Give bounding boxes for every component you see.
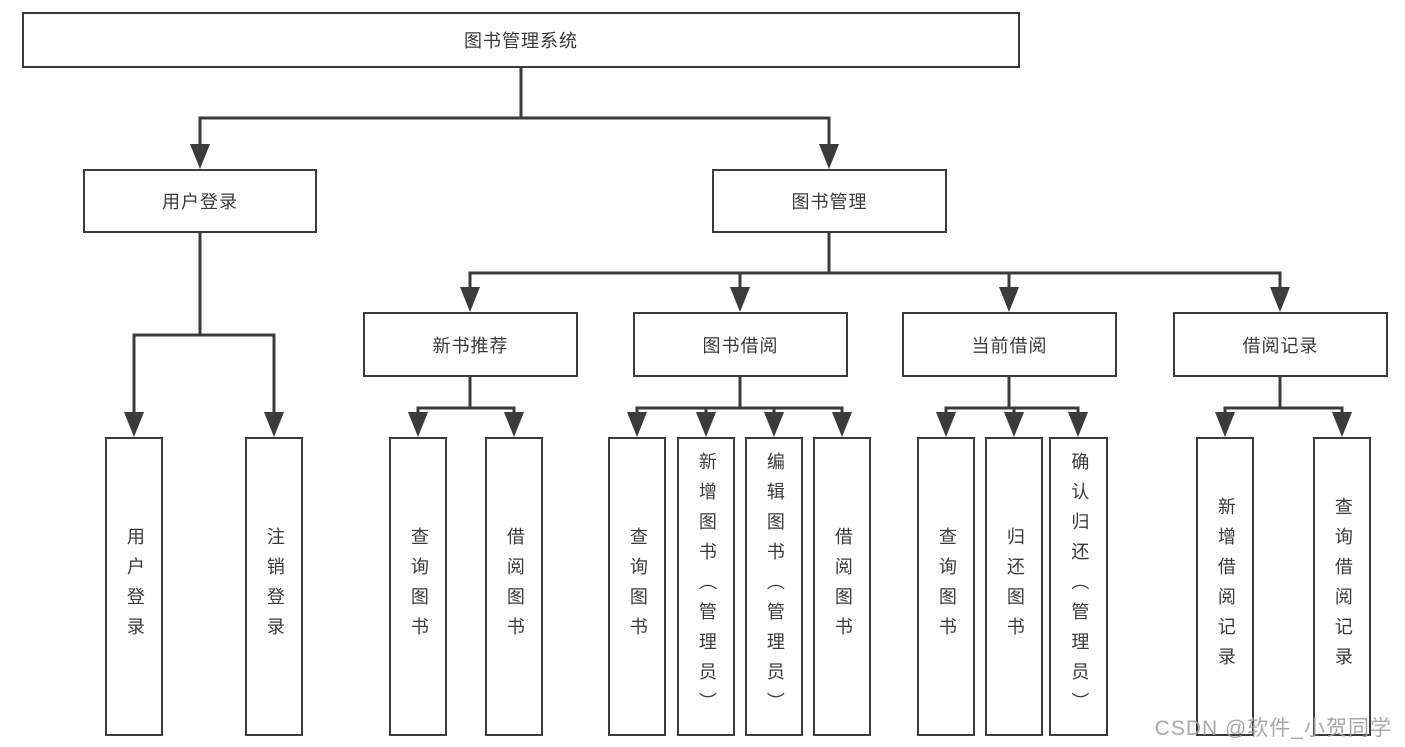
leaf-query-books-recommend: 查询图书 <box>389 437 447 736</box>
node-borrowing-records: 借阅记录 <box>1173 312 1388 377</box>
leaf-borrow-books-recommend: 借阅图书 <box>485 437 543 736</box>
csdn-watermark: CSDN @软件_小贺同学 <box>1154 717 1392 740</box>
leaf-add-books-admin: 新增图书（管理员） <box>677 437 735 736</box>
node-user-login: 用户登录 <box>83 169 317 233</box>
leaf-return-books: 归还图书 <box>985 437 1043 736</box>
arrowheads <box>124 144 1352 437</box>
leaf-edit-books-admin: 编辑图书（管理员） <box>745 437 803 736</box>
leaf-logout: 注销登录 <box>245 437 303 736</box>
leaf-query-books-borrow: 查询图书 <box>608 437 666 736</box>
node-new-book-recommendation: 新书推荐 <box>363 312 578 377</box>
leaf-add-borrow-record: 新增借阅记录 <box>1196 437 1254 736</box>
node-current-borrowing: 当前借阅 <box>902 312 1117 377</box>
leaf-query-books-current: 查询图书 <box>917 437 975 736</box>
leaf-user-login: 用户登录 <box>105 437 163 736</box>
node-library-management-system: 图书管理系统 <box>22 12 1020 68</box>
leaf-borrow-books: 借阅图书 <box>813 437 871 736</box>
leaf-query-borrow-record: 查询借阅记录 <box>1313 437 1371 736</box>
node-book-management: 图书管理 <box>712 169 947 233</box>
node-book-borrowing: 图书借阅 <box>633 312 848 377</box>
leaf-confirm-return-admin: 确认归还（管理员） <box>1049 437 1108 736</box>
